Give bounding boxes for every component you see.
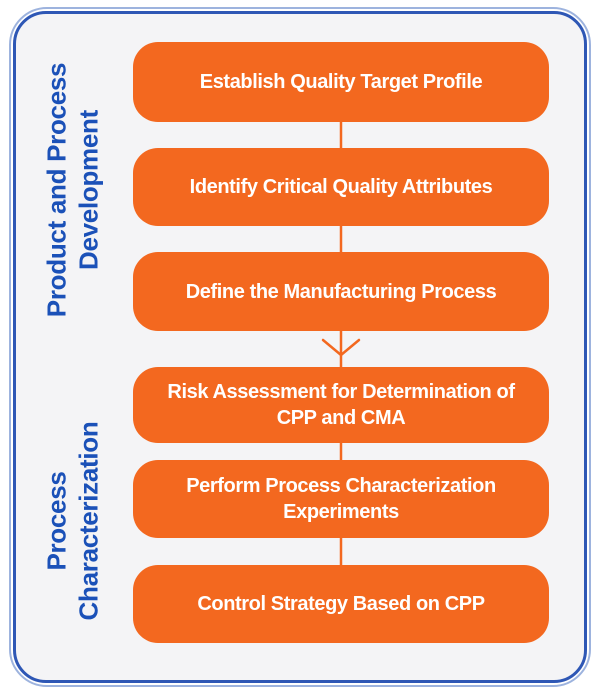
flow-step-label: Perform Process Characterization Experim… (186, 475, 496, 523)
flow-step-label: Define the Manufacturing Process (185, 280, 497, 303)
flow-step-identify-critical-quality-attributes: Identify Critical Quality Attributes (133, 148, 549, 226)
side-label-line: Process (41, 471, 72, 571)
flow-step-label: Risk Assessment for Determination of CPP… (167, 381, 515, 429)
flow-step-label: Establish Quality Target Profile (199, 71, 483, 93)
side-label-line: Characterization (73, 421, 103, 621)
flow-step-label: Identify Critical Quality Attributes (189, 176, 493, 198)
side-label-line: Development (73, 110, 103, 270)
flow-step-risk-assessment-cpp-cma: Risk Assessment for Determination of CPP… (133, 367, 549, 443)
flow-step-control-strategy-based-on-cpp: Control Strategy Based on CPP (133, 565, 549, 643)
flow-step-define-the-manufacturing-process: Define the Manufacturing Process (133, 252, 549, 331)
side-label-product-and-process-development: Product and Process Development (41, 63, 104, 317)
side-label-process-characterization: Process Characterization (41, 422, 104, 621)
flow-step-process-characterization-experiments: Perform Process Characterization Experim… (133, 460, 549, 538)
flow-step-label: Control Strategy Based on CPP (197, 593, 485, 615)
side-label-line: Product and Process (41, 62, 72, 318)
flow-step-establish-quality-target-profile: Establish Quality Target Profile (133, 42, 549, 122)
